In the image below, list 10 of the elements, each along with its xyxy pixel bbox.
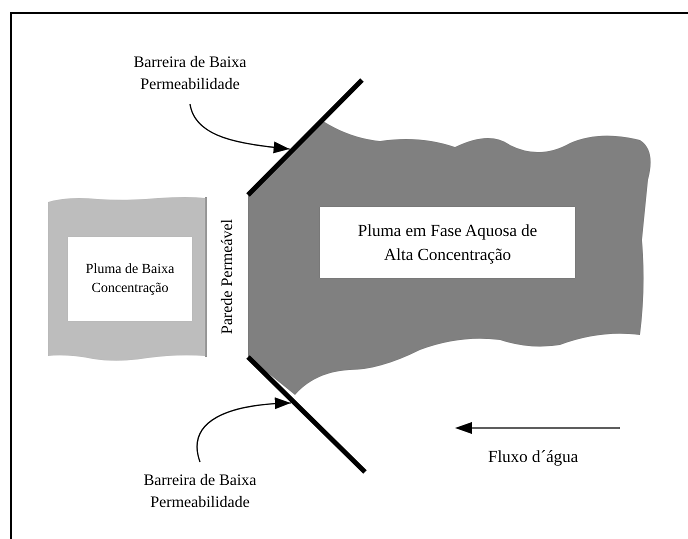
barrier-line: [246, 78, 364, 197]
node-label: Pluma em Fase Aquosa de Alta Concentração: [356, 220, 538, 266]
leader-arrow: [196, 398, 291, 462]
barrier-line: [246, 355, 367, 474]
wall-label: Parede Permeável: [218, 219, 236, 335]
node-label: Barreira de Baixa Permeabilidade: [132, 53, 248, 95]
node-label: Barreira de Baixa Permeabilidade: [142, 471, 258, 513]
leader-arrow: [189, 104, 290, 154]
flow-label: Fluxo d´água: [488, 446, 578, 468]
node-label: Pluma de Baixa Concentração: [84, 261, 176, 298]
